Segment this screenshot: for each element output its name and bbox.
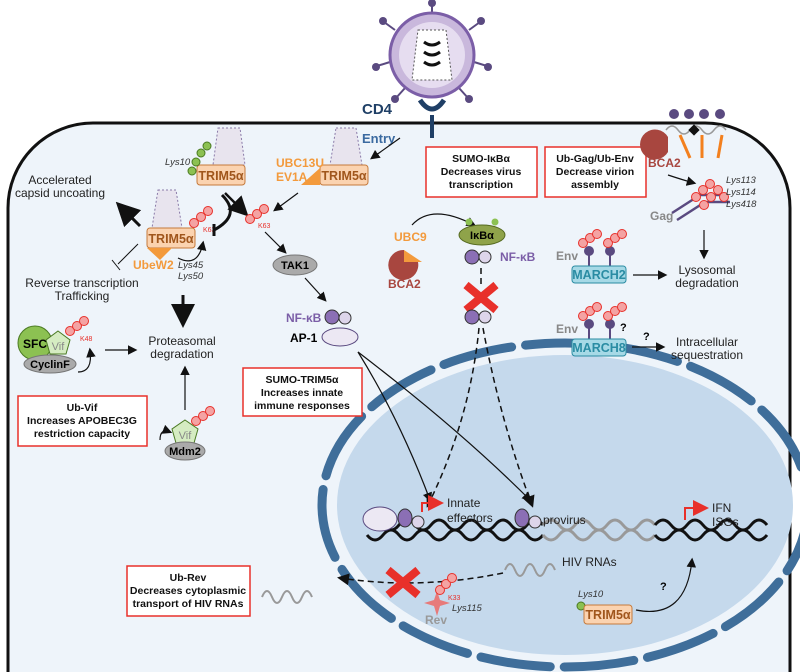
block-x-icon-2: [385, 566, 421, 599]
box-title: Ub-Vif: [67, 402, 98, 414]
lys45-label: Lys45: [178, 260, 204, 271]
intracellular-label: Intracellular: [676, 335, 738, 349]
trim5a-label: TRIM5α: [148, 232, 194, 246]
box-line: assembly: [571, 179, 619, 191]
hiv-rnas-label: HIV RNAs: [562, 555, 617, 569]
box-line: Decrease virion: [556, 166, 634, 178]
trim5a-nuclear: [583, 604, 633, 625]
effectors-label: effectors: [447, 511, 493, 525]
env-label: Env: [556, 249, 578, 263]
sfc-label: SFC: [23, 337, 47, 351]
question-mark: ?: [620, 322, 627, 334]
degradation-label: degradation: [150, 347, 213, 361]
box-line: restriction capacity: [34, 428, 130, 440]
march2-env: Env MARCH2: [556, 229, 627, 284]
box-title: Ub-Gag/Ub-Env: [556, 153, 634, 165]
sequestration-label: sequestration: [671, 348, 743, 362]
box-line: transport of HIV RNAs: [133, 598, 244, 610]
rev-label: Rev: [425, 613, 447, 627]
capsid-uncoating-label: capsid uncoating: [15, 186, 105, 200]
bca2-label: BCA2: [388, 277, 421, 291]
box-title: SUMO-IκBα: [452, 153, 510, 165]
lys10-label: Lys10: [165, 157, 191, 168]
nfkb-label-2: NF-κB: [500, 250, 536, 264]
ubew2-label: UbeW2: [133, 258, 174, 272]
box-line: transcription: [449, 179, 513, 191]
gag-label: Gag: [650, 209, 673, 223]
reverse-transcription-label: Reverse transcription: [25, 276, 138, 290]
box-line: Increases innate: [261, 387, 343, 399]
question-mark-2: ?: [643, 331, 650, 343]
tak1: [272, 254, 318, 276]
ikba-label: IκBα: [470, 230, 494, 242]
trim5a-ubew2: TRIM5α UbeW2 Lys45 Lys50 K63: [133, 189, 216, 282]
ifn-label: IFN: [712, 501, 731, 515]
box-ub-gag-env: Ub-Gag/Ub-Env Decrease virion assembly: [544, 146, 647, 198]
box-line: Increases APOBEC3G: [27, 415, 137, 427]
vif-label: Vif: [52, 341, 66, 353]
trim5a-label-nuclear: TRIM5α: [585, 608, 631, 622]
lys10-label-2: Lys10: [578, 589, 604, 600]
lys113-label: Lys113: [726, 175, 756, 186]
vif-mdm2-complex: Vif Mdm2: [159, 406, 215, 461]
dna-helix: [365, 518, 769, 542]
box-line: Decreases cytoplasmic: [130, 585, 246, 597]
accelerated-label: Accelerated: [28, 173, 91, 187]
ikba: [458, 224, 506, 246]
march2-label: MARCH2: [572, 268, 626, 282]
box-title: Ub-Rev: [170, 572, 207, 584]
block-x-icon: [463, 281, 499, 314]
trim5a-sumo: TRIM5α Lys10: [165, 127, 246, 186]
vif-label-2: Vif: [179, 430, 193, 442]
ap1-label: AP-1: [290, 331, 318, 345]
box-ub-rev: Ub-Rev Decreases cytoplasmic transport o…: [126, 565, 251, 617]
env-label-2: Env: [556, 322, 578, 336]
lys114-label: Lys114: [726, 187, 756, 198]
box-sumo-trim5a: SUMO-TRIM5α Increases innate immune resp…: [242, 367, 363, 417]
lys115-label: Lys115: [452, 603, 482, 614]
tak1-label: TAK1: [281, 260, 309, 272]
cyclinf-label: CyclinF: [30, 359, 70, 371]
cd4-label: CD4: [362, 101, 393, 118]
innate-label: Innate: [447, 496, 481, 510]
sfc-vif-cyclinf-complex: SFC Vif CyclinF K48: [17, 316, 96, 374]
k48-label: K48: [80, 336, 93, 343]
ubc9-label: UBC9: [394, 230, 427, 244]
question-mark-3: ?: [660, 581, 667, 593]
cd4-receptor: [417, 98, 447, 138]
box-title: SUMO-TRIM5α: [266, 374, 339, 386]
box-line: Decreases virus: [441, 166, 522, 178]
lys418-label: Lys418: [726, 199, 757, 210]
proteasomal-label: Proteasomal: [148, 334, 215, 348]
isgs-label: ISGs: [712, 515, 739, 529]
mdm2-label: Mdm2: [169, 446, 201, 458]
lysosomal-degradation-label: degradation: [675, 276, 738, 290]
hiv-virion: [372, 0, 492, 103]
membrane-env-proteins: [665, 109, 727, 159]
k63-label-2: K63: [258, 223, 271, 230]
trafficking-label: Trafficking: [55, 289, 110, 303]
trim5a-label: TRIM5α: [198, 169, 244, 183]
bca2-label-2: BCA2: [648, 156, 681, 170]
ev1a-label: EV1A: [276, 170, 308, 184]
ubc13-label: UBC13U: [276, 156, 324, 170]
trim5a-label: TRIM5α: [321, 169, 367, 183]
box-ub-vif: Ub-Vif Increases APOBEC3G restriction ca…: [17, 395, 148, 447]
march8-env: Env ? MARCH8: [556, 302, 627, 357]
box-sumo-ikba: SUMO-IκBα Decreases virus transcription: [425, 146, 538, 198]
k63-label: K63: [203, 227, 216, 234]
lys50-label: Lys50: [178, 271, 204, 282]
entry-label: Entry: [362, 131, 396, 146]
lysosomal-label: Lysosomal: [679, 263, 736, 277]
rev-protein: K33 Lys115 Rev: [424, 573, 482, 627]
trim5a-ubc13: TRIM5α UBC13U EV1A: [276, 127, 369, 186]
nfkb-label: NF-κB: [286, 311, 322, 325]
march8-label: MARCH8: [572, 341, 626, 355]
provirus-label: provirus: [543, 513, 586, 527]
box-line: immune responses: [254, 400, 350, 412]
k33-label: K33: [448, 595, 461, 602]
